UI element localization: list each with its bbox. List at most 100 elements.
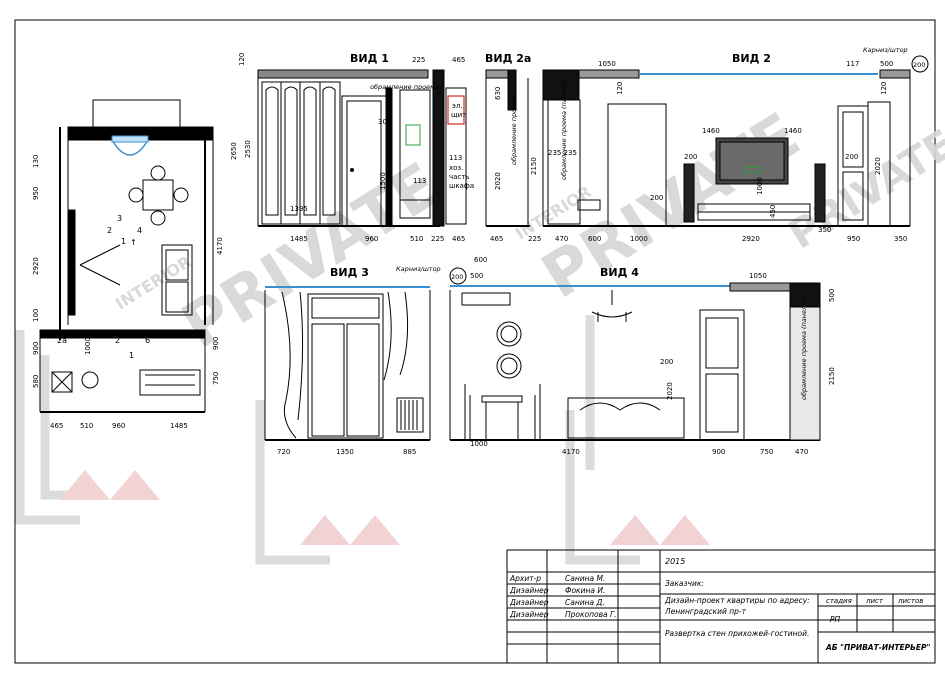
view-3-labels: ВИД 3 Карниз/штор 200 720 1350 885: [277, 265, 467, 456]
dim-label: 350: [818, 226, 831, 234]
dim-label: 900: [712, 448, 725, 456]
view-1-labels: ВИД 1 ВИД 2а обрамление проема эл. щит х…: [230, 52, 541, 243]
dim-label: 500: [828, 289, 836, 302]
tb-name: Фокина И.: [565, 586, 605, 595]
dim-label: 117: [846, 60, 859, 68]
view-marker: 1: [129, 351, 134, 360]
dim-label: 600: [588, 235, 601, 243]
dim-label: 470: [555, 235, 568, 243]
dim-label: 465: [452, 56, 465, 64]
dim-label: 465: [50, 422, 63, 430]
tb-role: Дизайнер: [509, 610, 549, 619]
dim-label: 1000: [756, 177, 764, 195]
dim-label: 720: [277, 448, 290, 456]
view-4-drawing: [449, 282, 821, 441]
dim-label: 200: [913, 61, 925, 69]
view-title-2a: ВИД 2а: [485, 52, 531, 65]
view-marker: 6: [145, 336, 150, 345]
note-framing-side: обрамление проема: [510, 96, 518, 165]
dim-label: 750: [760, 448, 773, 456]
dim-label: 1485: [170, 422, 188, 430]
floor-plan: ↑: [39, 99, 214, 413]
dim-label: 4170: [216, 237, 224, 255]
tb-name: Прокопова Г.: [565, 610, 617, 619]
dim-label: 500: [880, 60, 893, 68]
note-el-panel: эл.: [452, 102, 463, 110]
dim-label: 510: [80, 422, 93, 430]
note-cornice: Карниз/штор: [863, 46, 908, 54]
view-title-3: ВИД 3: [330, 266, 369, 279]
tb-name: Санина Д.: [565, 598, 605, 607]
dim-label: 1500: [379, 172, 387, 190]
view-marker: 2: [115, 336, 120, 345]
dim-label: 950: [32, 187, 40, 200]
view-marker: 4: [137, 226, 142, 235]
view-marker: 2a: [57, 336, 67, 345]
tb-project: Ленинградский пр-т: [664, 607, 747, 616]
dim-label: 1350: [125, 129, 143, 137]
view-title-1: ВИД 1: [350, 52, 389, 65]
dim-label: 200: [684, 153, 697, 161]
note-household: хоз.: [449, 164, 463, 172]
svg-text:↑: ↑: [130, 238, 137, 247]
dim-label: 885: [403, 448, 416, 456]
dim-label: 120: [616, 82, 624, 95]
dim-label: 1050: [598, 60, 616, 68]
dim-label: 120: [238, 53, 246, 66]
dim-label: 113: [413, 177, 426, 185]
dim-label: 4170: [562, 448, 580, 456]
dim-label: 1000: [84, 337, 92, 355]
view-1-drawing: [257, 69, 467, 227]
dim-label: 960: [365, 235, 378, 243]
view-3-drawing: [264, 286, 431, 441]
view-marker: 1: [121, 237, 126, 246]
dim-label: 113: [449, 154, 462, 162]
view-2-labels: ВИД 2 Карниз/штор обрамление проема (пан…: [530, 46, 929, 243]
dim-label: 900: [32, 342, 40, 355]
note-el-panel: щит: [451, 111, 466, 119]
tb-stage-header: стадия: [826, 597, 852, 605]
note-household: часть: [449, 173, 469, 181]
dim-label: 600: [474, 256, 487, 264]
dim-label: 500: [470, 272, 483, 280]
dim-label: 580: [32, 375, 40, 388]
view-title-4: ВИД 4: [600, 266, 639, 279]
view-title-2: ВИД 2: [732, 52, 771, 65]
view-marker: 3: [117, 214, 122, 223]
dim-label: 2150: [530, 157, 538, 175]
dim-label: 960: [112, 422, 125, 430]
dim-label: 465: [490, 235, 503, 243]
note-framing: обрамление проема: [370, 83, 439, 91]
watermark-text: PRIVATE: [169, 148, 452, 362]
dim-label: 200: [451, 273, 463, 281]
dim-label: 1460: [702, 127, 720, 135]
dim-label: 1050: [749, 272, 767, 280]
note-household: шкафа: [449, 182, 474, 190]
tb-company: АБ "ПРИВАТ-ИНТЕРЬЕР": [825, 643, 930, 652]
tb-project: Дизайн-проект квартиры по адресу:: [664, 596, 810, 605]
dim-label: 470: [795, 448, 808, 456]
dim-label: 225: [528, 235, 541, 243]
dim-label: 2530: [244, 140, 252, 158]
tb-stage: РП: [830, 615, 841, 624]
dim-label: 100: [32, 309, 40, 322]
note-framing-panel: обрамление проема (панель): [800, 299, 808, 400]
dim-label: 200: [660, 358, 673, 366]
view-4-labels: ВИД 4 600 500 1050 200 2020 500 2150 обр…: [470, 256, 836, 456]
dim-label: 510: [410, 235, 423, 243]
dim-label: 130: [32, 155, 40, 168]
dim-label: 1000: [470, 440, 488, 448]
plan-labels: 723 1350 885 130 950 2920 4170 100 900 1…: [32, 129, 224, 430]
dim-label: 465: [452, 235, 465, 243]
dim-label: 900: [212, 337, 220, 350]
view-2a-drawing: [485, 69, 530, 227]
dim-marker: [911, 55, 929, 73]
dim-label: 1485: [290, 235, 308, 243]
view-2-drawing: [542, 69, 911, 227]
dim-label: 1395: [290, 205, 308, 213]
dim-label: 723: [88, 129, 101, 137]
dim-label: 120: [880, 82, 888, 95]
dim-label: 1000: [630, 235, 648, 243]
title-block: [506, 549, 936, 664]
dim-label: 750: [212, 372, 220, 385]
